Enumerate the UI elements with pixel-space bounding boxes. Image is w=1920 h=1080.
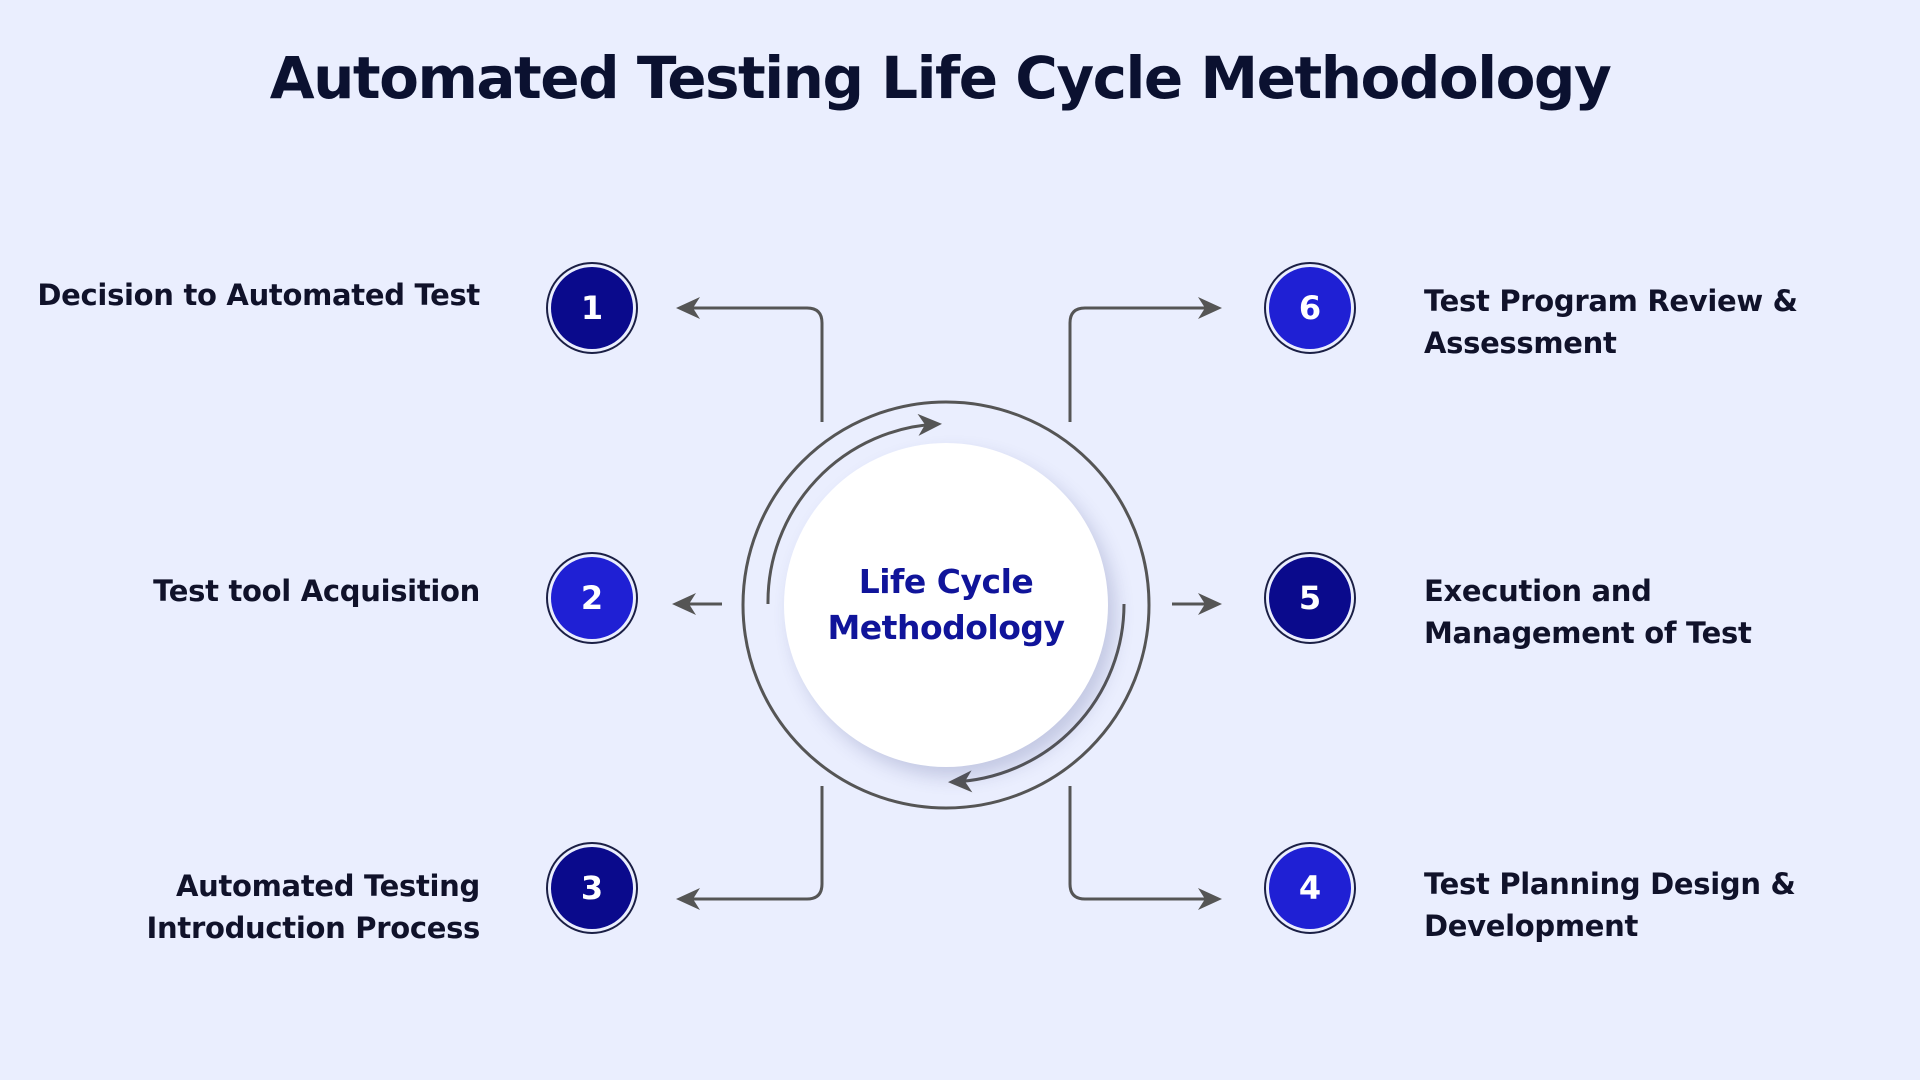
center-label: Life Cycle Methodology	[816, 559, 1076, 651]
step-6-label: Test Program Review & Assessment	[1424, 280, 1798, 364]
step-4-label-line-2: Development	[1424, 909, 1639, 943]
step-2-label-line-1: Test tool Acquisition	[153, 574, 480, 608]
center-label-line-1: Life Cycle	[858, 562, 1034, 601]
step-2-number: 2	[580, 579, 604, 617]
step-5-label-line-2: Management of Test	[1424, 616, 1752, 650]
cycle-arc-bottom	[948, 603, 1126, 793]
step-4-number: 4	[1298, 869, 1322, 907]
step-6-label-line-2: Assessment	[1424, 326, 1617, 360]
step-4-badge: 4	[1264, 842, 1356, 934]
step-5-badge: 5	[1264, 552, 1356, 644]
step-6-number: 6	[1298, 289, 1322, 327]
center-label-line-2: Methodology	[827, 608, 1065, 647]
step-3-label: Automated Testing Introduction Process	[146, 865, 481, 949]
connector-step-3	[676, 786, 824, 910]
step-1-badge: 1	[546, 262, 638, 354]
connector-step-1	[676, 297, 824, 422]
cycle-arc-top	[766, 413, 942, 605]
step-5-number: 5	[1298, 579, 1322, 617]
step-2-badge: 2	[546, 552, 638, 644]
step-1-label: Decision to Automated Test	[37, 274, 480, 316]
step-1-number: 1	[580, 289, 604, 327]
step-2-label: Test tool Acquisition	[153, 570, 480, 612]
connector-step-4	[1068, 786, 1222, 910]
outer-ring	[741, 400, 1151, 810]
step-5-label-line-1: Execution and	[1424, 574, 1652, 608]
step-3-label-line-2: Introduction Process	[146, 911, 481, 945]
step-3-badge: 3	[546, 842, 638, 934]
connector-step-6	[1068, 297, 1222, 422]
step-6-label-line-1: Test Program Review &	[1424, 284, 1798, 318]
step-4-label: Test Planning Design & Development	[1424, 863, 1796, 947]
page-title: Automated Testing Life Cycle Methodology	[269, 44, 1612, 112]
step-5-label: Execution and Management of Test	[1424, 570, 1752, 654]
step-6-badge: 6	[1264, 262, 1356, 354]
step-4-label-line-1: Test Planning Design &	[1424, 867, 1796, 901]
step-3-label-line-1: Automated Testing	[175, 869, 480, 903]
step-3-number: 3	[580, 869, 604, 907]
step-1-label-line-1: Decision to Automated Test	[37, 278, 480, 312]
center-node: Life Cycle Methodology	[784, 443, 1108, 767]
